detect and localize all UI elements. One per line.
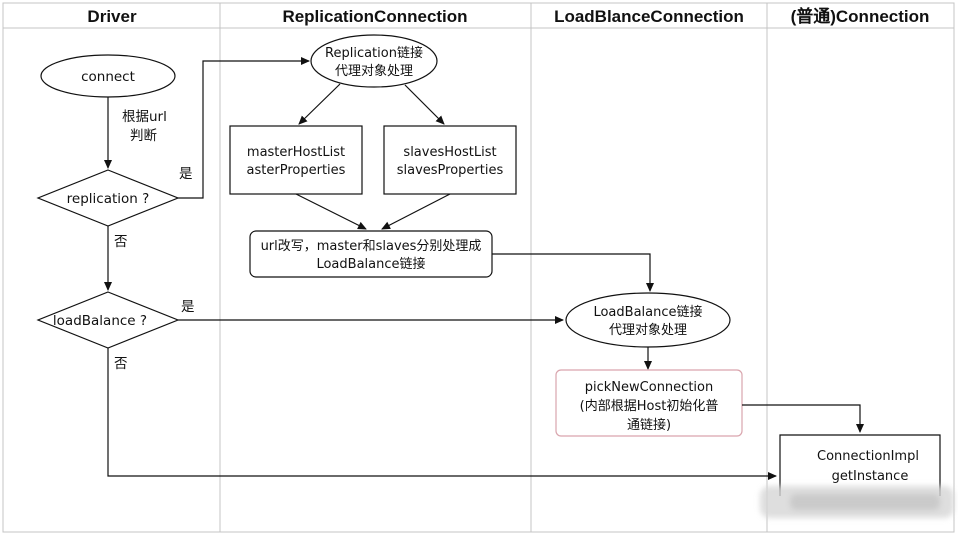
loadbalance-proxy-label-line2: 代理对象处理 — [609, 323, 687, 338]
lane-title-normal-connection: (普通)Connection — [791, 6, 930, 26]
judge-label-line2: 判断 — [130, 128, 157, 144]
slaves-properties-label: slavesProperties — [397, 163, 504, 178]
loadbalance-decision-label: loadBalance ? — [53, 313, 147, 329]
pick-label-line1: pickNewConnection — [585, 380, 713, 395]
replication-decision: replication ? — [36, 169, 180, 227]
pick-label-line2: (内部根据Host初始化普 — [580, 398, 719, 414]
impl-label-line1: ConnectionImpl — [817, 449, 919, 464]
slaves-hostlist-box: slavesHostList slavesProperties — [383, 125, 517, 195]
connect-node: connect — [40, 54, 176, 98]
master-properties-label: asterProperties — [247, 163, 346, 178]
judge-label-line1: 根据url — [122, 109, 167, 125]
replication-proxy-label-line2: 代理对象处理 — [335, 64, 413, 79]
lane-title-loadbalance: LoadBlanceConnection — [554, 7, 744, 26]
url-rewrite-label-line1: url改写，master和slaves分别处理成 — [261, 239, 482, 254]
loadbalance-decision: loadBalance ? — [36, 291, 180, 349]
slaves-to-rewrite-arrow — [381, 193, 451, 230]
pick-to-impl-arrow — [742, 404, 864, 433]
replication-proxy-node: Replication链接 代理对象处理 — [310, 34, 438, 88]
replication-yes-label: 是 — [179, 166, 193, 182]
master-hostlist-box: masterHostList asterProperties — [229, 125, 363, 195]
slaves-hostlist-label: slavesHostList — [403, 145, 496, 160]
connection-impl-box: ConnectionImpl getInstance — [779, 434, 941, 496]
loadbalance-proxy-label-line1: LoadBalance链接 — [593, 304, 702, 320]
loadbalance-proxy-node: LoadBalance链接 代理对象处理 — [565, 292, 731, 348]
impl-label-line2: getInstance — [832, 469, 909, 484]
replication-no-label: 否 — [114, 234, 128, 250]
blurred-watermark — [760, 486, 954, 518]
url-rewrite-label-line2: LoadBalance链接 — [316, 256, 425, 272]
loadbalance-yes-label: 是 — [181, 299, 195, 315]
proxy-to-slaves-arrow — [404, 84, 445, 125]
master-hostlist-label: masterHostList — [247, 145, 345, 160]
connect-label: connect — [81, 69, 135, 85]
proxy-to-master-arrow — [298, 83, 341, 125]
loadbalance-no-label: 否 — [114, 356, 128, 372]
url-rewrite-box: url改写，master和slaves分别处理成 LoadBalance链接 — [249, 230, 493, 278]
lane-title-replication: ReplicationConnection — [282, 7, 467, 26]
replication-yes-arrow — [178, 57, 310, 199]
rewrite-to-lb-proxy-arrow — [492, 253, 654, 292]
loadbalance-no-arrow — [107, 348, 777, 480]
master-to-rewrite-arrow — [295, 193, 367, 230]
pick-new-connection-box: pickNewConnection (内部根据Host初始化普 通链接) — [555, 369, 743, 437]
replication-proxy-label-line1: Replication链接 — [325, 45, 423, 61]
pick-label-line3: 通链接) — [627, 417, 671, 433]
lane-title-driver: Driver — [87, 7, 137, 26]
replication-decision-label: replication ? — [67, 191, 150, 207]
